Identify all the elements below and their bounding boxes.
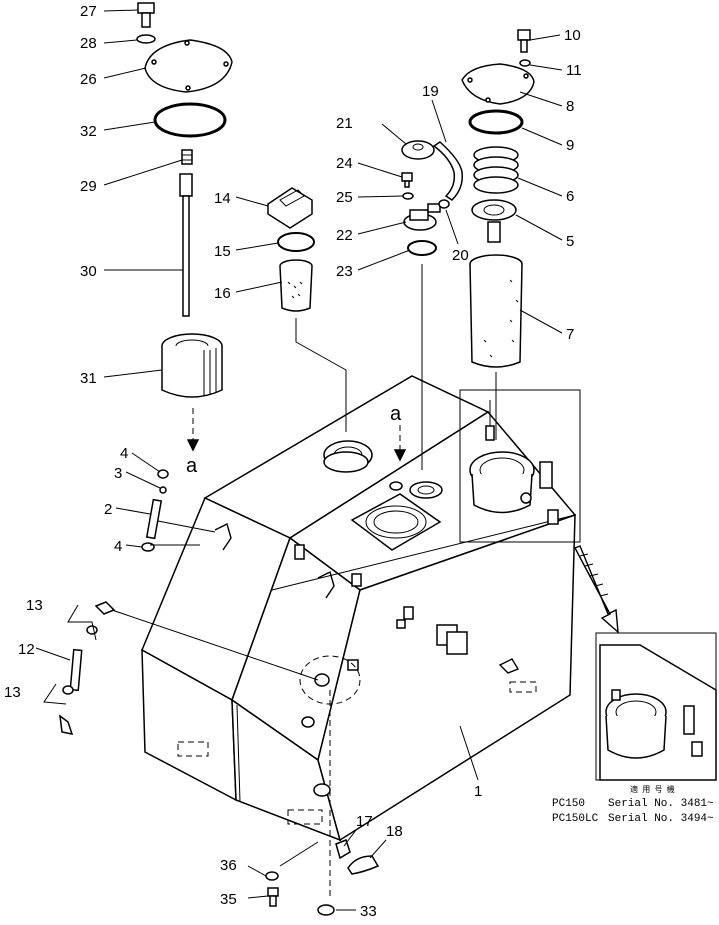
bolt-10: [517, 29, 531, 53]
callout-19: 19: [422, 83, 439, 100]
cap-14: [267, 187, 313, 229]
callout-3: 3: [114, 465, 122, 482]
callout-9: 9: [566, 137, 574, 154]
callout-11: 11: [566, 62, 582, 79]
callout-12: 12: [18, 641, 35, 658]
strainer-16: [279, 259, 313, 312]
callout-27: 27: [80, 3, 97, 20]
callout-30: 30: [80, 263, 97, 280]
callout-20: 20: [452, 247, 469, 264]
model-pc150: PC150: [552, 798, 585, 810]
applicability-note: 適 用 号 機 PC150 Serial No. 3481~ PC150LC S…: [552, 784, 714, 825]
bolt-27: [137, 2, 155, 28]
washer-36: [265, 871, 279, 881]
applicability-heading: 適 用 号 機: [630, 784, 676, 794]
view-ref-a-top: a: [390, 403, 402, 425]
callout-31: 31: [80, 370, 97, 387]
callout-28: 28: [80, 35, 97, 52]
callout-4b: 4: [114, 538, 122, 555]
callout-32: 32: [80, 123, 97, 140]
callout-14: 14: [214, 190, 231, 207]
hydraulic-tank: [141, 375, 577, 842]
callout-22: 22: [336, 227, 353, 244]
callout-26: 26: [80, 71, 97, 88]
callout-13b: 13: [4, 684, 21, 701]
flange-22: [403, 203, 441, 231]
callout-1: 1: [474, 783, 482, 800]
bolt-24: [401, 172, 413, 188]
detail-frame: [459, 389, 581, 543]
callout-21: 21: [336, 115, 353, 132]
callout-33: 33: [360, 903, 377, 920]
callout-4a: 4: [120, 445, 128, 462]
callout-5: 5: [566, 233, 574, 250]
bolt-35: [267, 887, 279, 907]
gasket-23: [407, 240, 437, 256]
callout-36: 36: [220, 857, 237, 874]
grommet-21: [401, 140, 435, 160]
serial-pc150lc: Serial No. 3494~: [608, 813, 714, 825]
callout-23: 23: [336, 263, 353, 280]
callout-10: 10: [564, 27, 581, 44]
callout-8: 8: [566, 98, 574, 115]
callout-16: 16: [214, 285, 231, 302]
callout-29: 29: [80, 178, 97, 195]
callout-35: 35: [220, 891, 237, 908]
inset-view: [595, 632, 717, 781]
model-pc150lc: PC150LC: [552, 813, 599, 825]
fitting-20: [438, 199, 450, 209]
callout-7: 7: [566, 326, 574, 343]
cover-8: [461, 63, 535, 105]
callout-17: 17: [356, 813, 373, 830]
callout-13a: 13: [26, 597, 43, 614]
rod-30: [179, 173, 193, 317]
callout-15: 15: [214, 243, 231, 260]
leader-lines: [35, 9, 563, 911]
o-ring-9: [468, 109, 524, 135]
callout-2: 2: [104, 501, 112, 518]
o-ring-32: [153, 102, 227, 138]
spring-29: [181, 149, 193, 165]
washer-28: [136, 34, 156, 44]
element-31: [161, 333, 223, 398]
o-ring-33: [317, 904, 335, 916]
inset-arrow: [574, 545, 619, 634]
element-7: [469, 254, 523, 368]
callout-24: 24: [336, 155, 353, 172]
callout-6: 6: [566, 188, 574, 205]
view-ref-a-left: a: [186, 455, 198, 477]
drain-parts: [335, 839, 380, 875]
cover-26: [144, 39, 233, 93]
packing-15: [277, 232, 315, 252]
callout-numbers: 27 28 26 32 29 30 31 14 15 16 4 3 2 4 13…: [4, 3, 582, 920]
washer-25: [402, 192, 414, 200]
valve-5: [471, 199, 517, 243]
hose-19: [432, 141, 464, 201]
callout-18: 18: [386, 823, 403, 840]
spring-6: [473, 146, 519, 194]
callout-25: 25: [336, 189, 353, 206]
washer-11: [519, 59, 531, 67]
serial-pc150: Serial No. 3481~: [608, 798, 714, 810]
clamp-parts: [141, 469, 216, 552]
hose-parts: [43, 601, 319, 735]
